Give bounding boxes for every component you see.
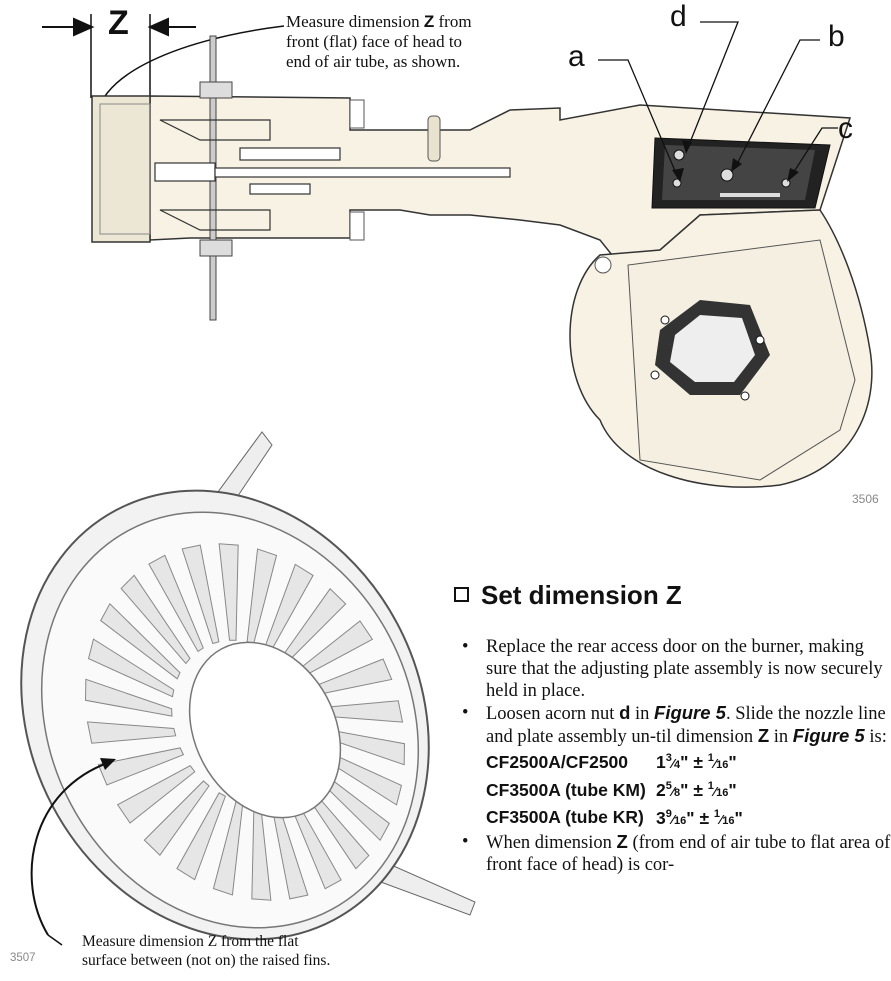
spec-fraction-slash: ⁄ [713, 783, 717, 799]
caption-line-2: surface between (not on) the raised fins… [82, 952, 331, 969]
spec-tolerance: " ± [680, 779, 708, 800]
spec-whole: 2 [656, 779, 666, 800]
instruction-list: • Replace the rear access door on the bu… [462, 636, 891, 876]
swirl-fin [84, 678, 173, 717]
swirl-fin [181, 544, 220, 645]
spec-fraction-slash: ⁄ [713, 755, 717, 771]
head-swirl-diagram [20, 431, 476, 946]
spec-model: CF3500A (tube KR) [486, 807, 644, 828]
bullet-dot-icon: • [462, 832, 469, 853]
swirl-fin [86, 721, 177, 744]
swirl-fin [143, 780, 210, 856]
burner-head [91, 95, 151, 243]
callout-text-1: Measure dimension [286, 12, 424, 31]
spec-denominator: 8 [674, 786, 681, 799]
spec-tol-denominator: 16 [716, 758, 729, 771]
bullet-2-fig: Figure 5 [654, 702, 726, 723]
letter-c: c [838, 112, 853, 145]
bullet-dot-icon: • [462, 703, 469, 723]
bullet-dot-icon: • [462, 637, 469, 657]
figure-number-bottom: 3507 [10, 952, 36, 964]
letter-d: d [670, 0, 687, 33]
callout-line-2: front (flat) face of head to [286, 32, 463, 51]
bullet-3: • When dimension Z (from end of air tube… [462, 831, 891, 876]
caption-line-1: Measure dimension Z from the flat [82, 933, 299, 950]
bullet-3-z: Z [616, 831, 628, 853]
spec-tol-numerator: 1 [707, 779, 714, 792]
swirl-fin [116, 765, 196, 824]
nozzle-line [154, 119, 511, 231]
spec-model: CF3500A (tube KM) [486, 779, 646, 800]
spec-tol-numerator: 1 [713, 807, 721, 820]
bottom-caption: Measure dimension Z from the flat surfac… [82, 932, 330, 970]
spec-tolerance: " ± [680, 751, 708, 772]
bullet-2-d: d [619, 702, 631, 723]
spec-tolerance: " ± [686, 807, 714, 828]
spec-model: CF2500A/CF2500 [486, 751, 629, 772]
bullet-1: • Replace the rear access door on the bu… [462, 636, 891, 702]
swirl-fin [87, 638, 175, 698]
spec-numerator: 3 [665, 752, 672, 764]
spec-fraction-slash: ⁄ [671, 811, 675, 827]
swirl-fin [176, 792, 227, 881]
dimension-z-markers [42, 14, 196, 140]
spec-end: " [734, 807, 743, 828]
bullet-2: • Loosen acorn nut d in Figure 5. Slide … [462, 702, 891, 831]
spec-tol-numerator: 1 [707, 752, 714, 764]
bullet-2-fig-2: Figure 5 [792, 725, 865, 746]
spec-fraction-slash: ⁄ [671, 755, 675, 771]
heading-text: Set dimension Z [481, 580, 682, 610]
spec-denominator: 4 [674, 758, 681, 771]
bullet-3-text-b: (from end of air tube to flat area of fr… [486, 833, 891, 876]
bullet-2-text-f: is: [864, 727, 887, 747]
swirl-fin [218, 543, 239, 641]
spec-tol-denominator: 16 [716, 786, 729, 799]
bullet-2-text-e: in [769, 727, 793, 747]
bullet-2-z: Z [757, 725, 770, 746]
spec-tol-denominator: 16 [722, 814, 735, 827]
spec-row: CF3500A (tube KR)39⁄16" ± 1⁄16" [486, 804, 891, 832]
spec-denominator: 16 [674, 814, 687, 827]
bullet-2-text-b: in [630, 704, 655, 724]
swirl-fin [120, 574, 191, 665]
spec-whole: 3 [656, 807, 666, 828]
letter-a: a [568, 40, 585, 73]
swirl-fin [148, 554, 204, 653]
spec-row: CF3500A (tube KM)25⁄8" ± 1⁄16" [486, 776, 891, 804]
callout-z: Z [423, 12, 435, 31]
letter-leaders [598, 21, 838, 179]
bullet-3-text-a: When dimension [486, 833, 617, 854]
spec-numerator: 5 [665, 779, 672, 792]
air-inlet [650, 300, 770, 401]
spec-fraction-slash: ⁄ [671, 783, 675, 799]
bullet-2-text-c: . Slide the nozzle line and plate assemb… [486, 704, 886, 747]
bullet-1-text: Replace the rear access door on the burn… [486, 637, 883, 701]
spec-end: " [728, 751, 737, 772]
bullet-2-text-a: Loosen acorn nut [486, 704, 620, 724]
checkbox-icon [454, 586, 469, 602]
spec-numerator: 9 [665, 807, 672, 820]
top-callout: Measure dimension Z from front (flat) fa… [286, 12, 546, 72]
letter-b: b [828, 20, 845, 53]
figure-number-top: 3506 [852, 492, 879, 506]
spec-end: " [728, 779, 737, 800]
swirl-fin [100, 602, 181, 680]
callout-line-3: end of air tube, as shown. [286, 52, 461, 71]
section-heading: Set dimension Z [454, 580, 682, 611]
spec-fraction-slash: ⁄ [720, 811, 723, 827]
dimension-z-label: Z [108, 4, 129, 42]
adjusting-plate [651, 137, 831, 209]
callout-text-2: from [434, 12, 472, 31]
swirl-fin [97, 747, 185, 786]
spec-whole: 1 [656, 751, 666, 772]
